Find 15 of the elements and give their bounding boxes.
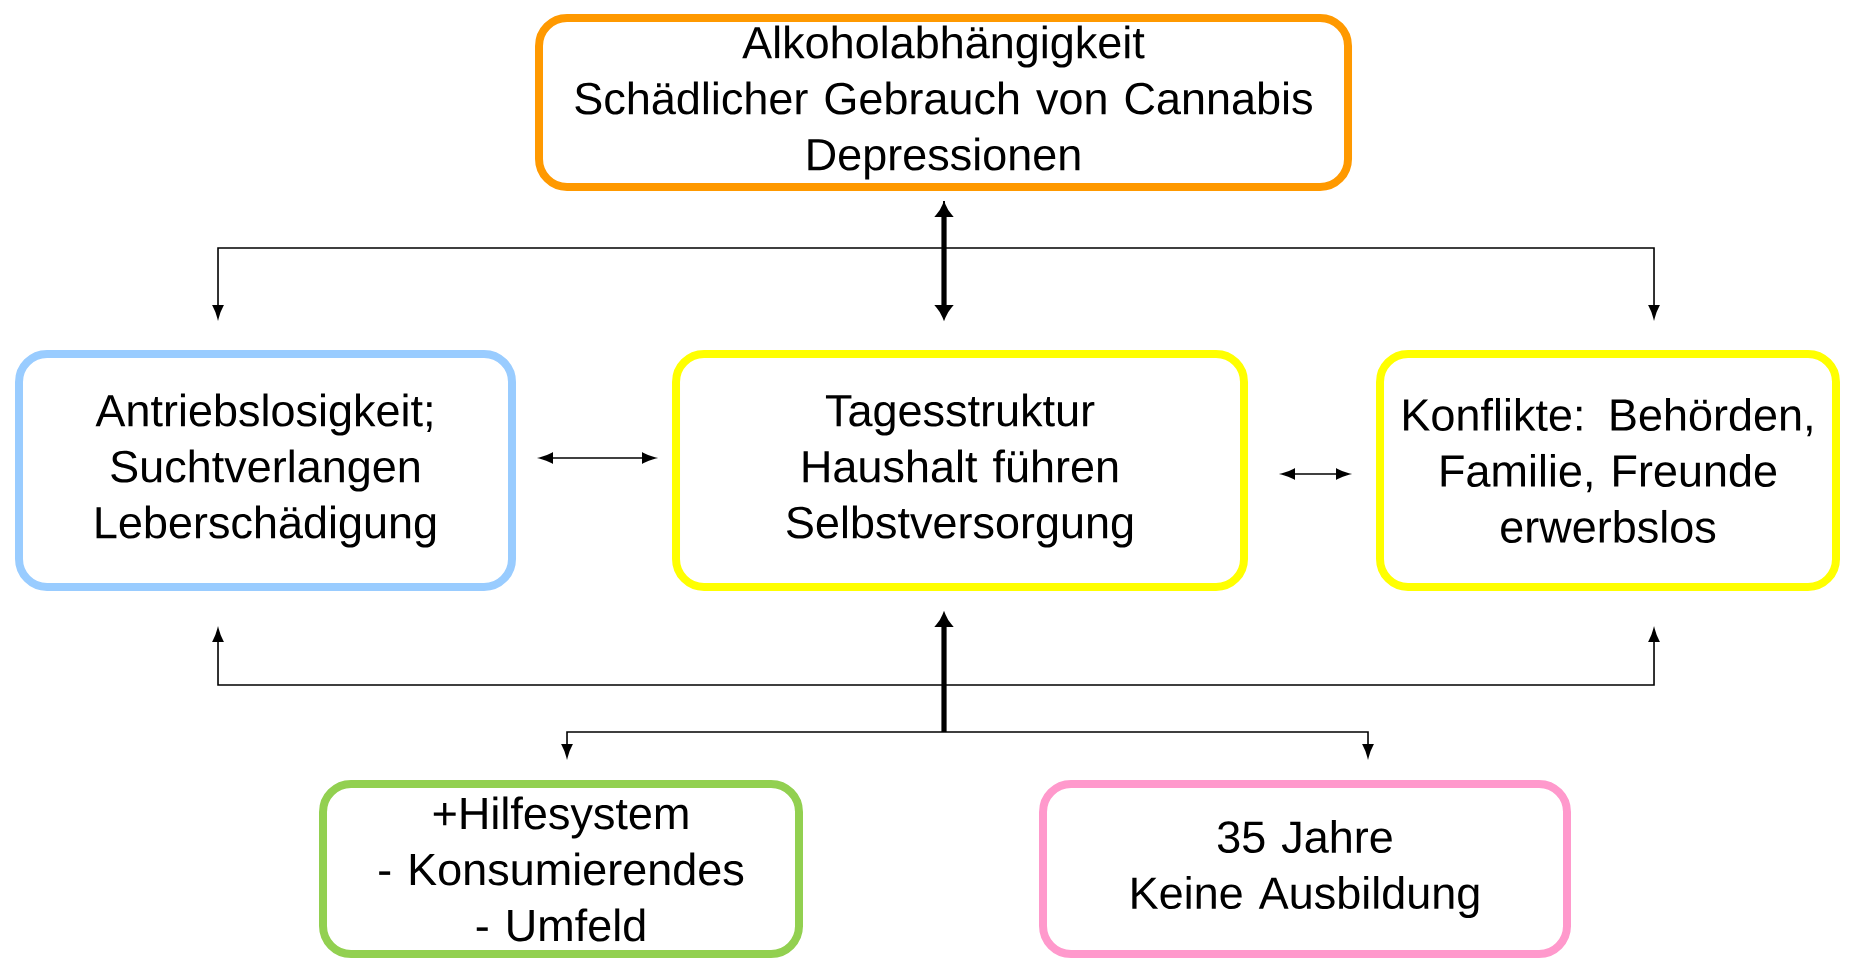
arrow [561, 731, 945, 758]
arrow [936, 203, 952, 319]
process-box: +Hilfesystem - Konsumierendes - Umfeld [319, 780, 803, 958]
arrow [943, 200, 1660, 319]
process-box: Alkoholabhängigkeit Schädlicher Gebrauch von Cannabis Depressionen [535, 14, 1352, 191]
arrow [1281, 468, 1350, 480]
arrow [539, 452, 656, 464]
process-box: Konflikte: Behörden, Familie, Freunde erwerbslos [1376, 350, 1840, 591]
arrow [943, 628, 1660, 686]
process-box: 35 Jahre Keine Ausbildung [1039, 780, 1571, 958]
process-box: Antriebslosigkeit; Suchtverlangen Leberschädigung [15, 350, 516, 591]
arrow [943, 731, 1374, 758]
process-box: Tagesstruktur Haushalt führen Selbstversorgung [672, 350, 1248, 591]
arrow [936, 613, 952, 732]
arrow [212, 628, 945, 686]
